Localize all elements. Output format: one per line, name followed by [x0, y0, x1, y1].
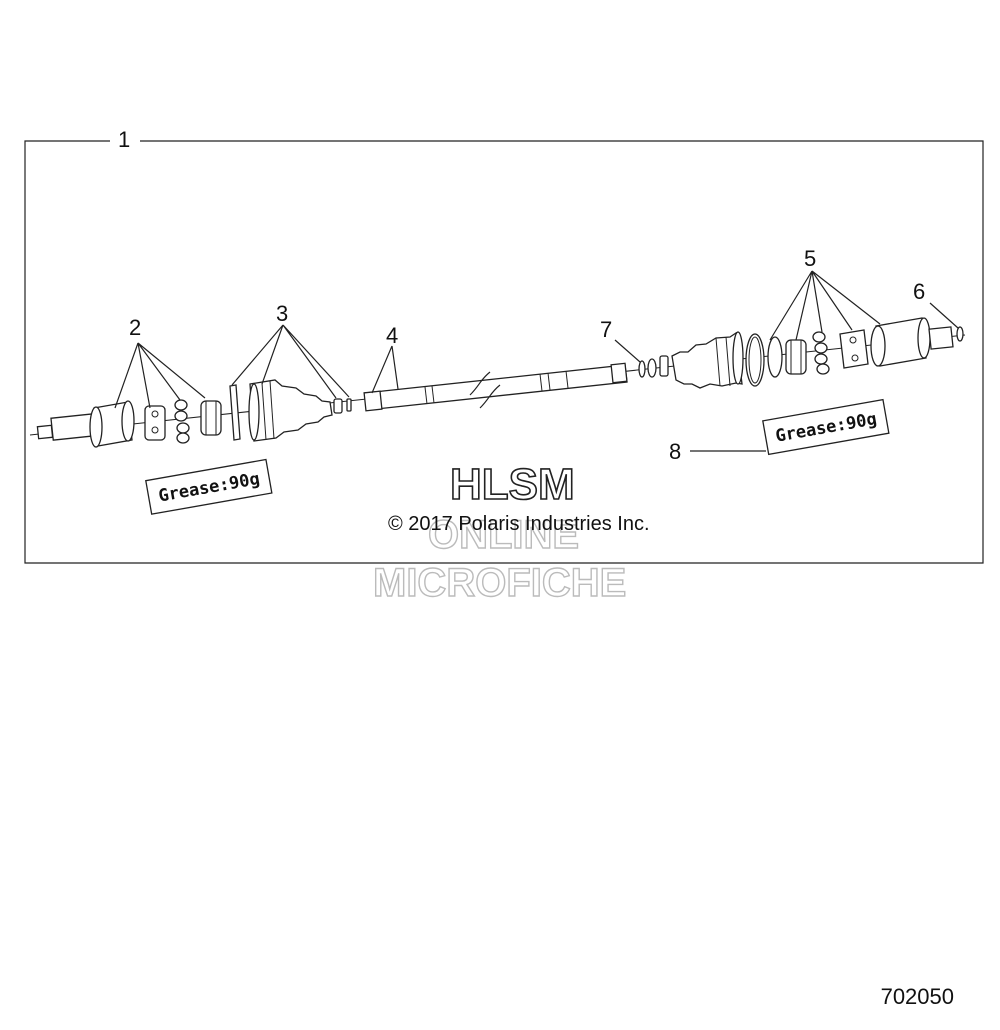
left-balls [174, 399, 190, 444]
right-boot [671, 331, 744, 389]
right-inner-race [785, 339, 807, 375]
watermark: MICROFICHE ONLINE HLSM [372, 459, 627, 606]
left-boot [248, 379, 333, 442]
watermark-microfiche: MICROFICHE [373, 561, 626, 605]
right-bearing-cage [839, 329, 869, 369]
right-boot-clamps [745, 333, 783, 387]
watermark-online: ONLINE [428, 513, 579, 557]
left-bearing-cage [144, 405, 166, 441]
left-cv-joint [36, 400, 135, 448]
callout-8: 8 [669, 439, 681, 464]
grease-label-right: Grease:90g [762, 398, 890, 456]
half-shaft [363, 362, 628, 412]
grease-label-left: Grease:90g [145, 458, 273, 515]
leader-lines [114, 270, 959, 452]
callout-2: 2 [129, 315, 141, 340]
left-inner-race [200, 400, 222, 436]
end-ring [956, 326, 964, 342]
left-boot-clamp [229, 384, 241, 441]
right-cv-housing [870, 317, 954, 367]
callout-7: 7 [600, 317, 612, 342]
callout-4: 4 [386, 323, 398, 348]
callout-5: 5 [804, 246, 816, 271]
copyright-text: © 2017 Polaris Industries Inc. [388, 513, 650, 535]
callout-3: 3 [276, 301, 288, 326]
assembly-frame [24, 140, 984, 564]
right-balls [812, 331, 830, 375]
right-circlip [638, 355, 669, 378]
left-small-clamp [333, 398, 352, 414]
callout-1: 1 [118, 127, 130, 152]
watermark-hlsm: HLSM [450, 460, 575, 509]
callout-6: 6 [913, 279, 925, 304]
diagram-number: 702050 [880, 984, 954, 1009]
